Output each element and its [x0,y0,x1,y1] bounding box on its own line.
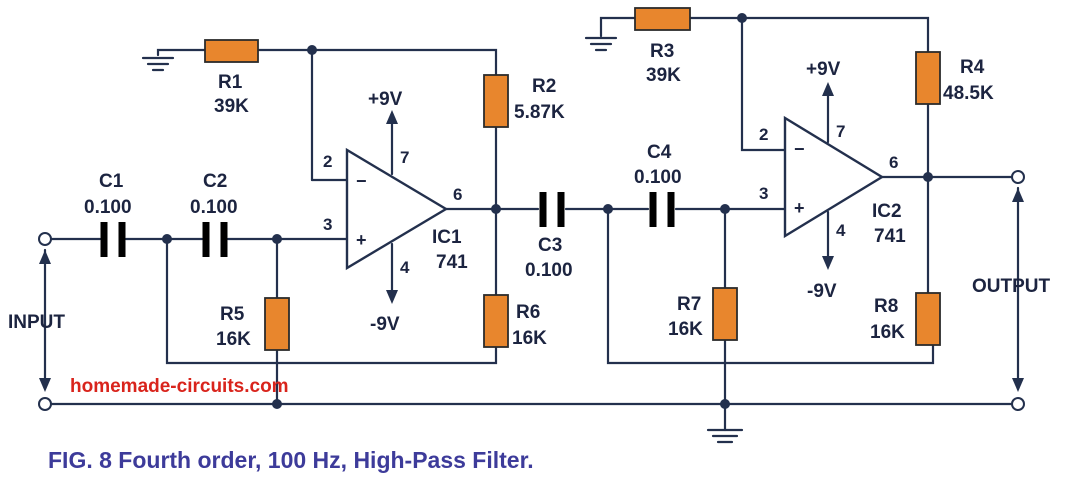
r6-name: R6 [516,302,540,323]
figure-caption: FIG. 8 Fourth order, 100 Hz, High-Pass F… [48,447,534,473]
resistor-r8 [915,292,941,346]
ic1-pin4: 4 [400,258,410,277]
junction-dots [162,13,933,409]
c4-name: C4 [647,142,672,163]
ic2-vneg-label: -9V [807,281,837,302]
resistor-r1 [204,39,259,63]
ic2-pin2: 2 [759,125,768,144]
c1-value: 0.100 [84,197,132,218]
capacitor-c2 [202,222,228,257]
r1-name: R1 [218,72,243,93]
c2-name: C2 [203,171,227,192]
output-terminal-top [1011,170,1025,184]
resistor-r2 [483,74,509,128]
watermark: homemade-circuits.com [70,376,289,397]
ic2-pin3: 3 [759,184,768,203]
ic1-pin3: 3 [323,215,332,234]
ic2-vpos-label: +9V [806,59,841,80]
input-terminal-top [38,232,52,246]
ic1-vpos-label: +9V [368,89,403,110]
ic1-inverting-sign: − [356,171,367,191]
r1-value: 39K [214,96,249,117]
input-label: INPUT [8,312,65,333]
r8-name: R8 [874,296,898,317]
resistor-r3 [634,7,691,31]
output-arrows [1012,188,1024,392]
ic1-pin6: 6 [453,185,462,204]
capacitor-c3 [539,192,565,227]
resistor-r7 [712,287,738,341]
r2-name: R2 [532,76,556,97]
r6-value: 16K [512,328,547,349]
ic2-pin4: 4 [836,221,846,240]
ic2-part: 741 [874,226,906,247]
ic1-pin7: 7 [400,148,409,167]
wires [43,16,1020,432]
c3-value: 0.100 [525,260,573,281]
ground-icon [584,36,618,52]
r4-name: R4 [960,57,985,78]
capacitor-c1 [100,222,126,257]
ic2-inverting-sign: − [794,139,805,159]
input-terminal-bottom [38,397,52,411]
ic2-pin6: 6 [889,153,898,172]
output-label: OUTPUT [972,276,1051,297]
ic1-noninverting-sign: + [356,230,367,250]
resistor-r6 [483,294,509,348]
ic2-noninverting-sign: + [794,198,805,218]
ground-icon [141,56,175,72]
r3-name: R3 [650,41,674,62]
ic1-part: 741 [436,252,468,273]
resistor-r5 [264,297,290,351]
c2-value: 0.100 [190,197,238,218]
resistor-r4 [915,51,941,105]
r5-name: R5 [220,304,245,325]
output-terminal-bottom [1011,397,1025,411]
ic2-name: IC2 [872,201,902,222]
r7-name: R7 [677,294,701,315]
ground-icon [706,428,744,444]
input-arrows [39,250,51,392]
ic2-pin7: 7 [836,122,845,141]
r7-value: 16K [668,319,703,340]
r2-value: 5.87K [514,102,565,123]
c4-value: 0.100 [634,167,682,188]
r3-value: 39K [646,65,681,86]
r5-value: 16K [216,329,251,350]
c1-name: C1 [99,171,124,192]
ic1-pin2: 2 [323,152,332,171]
r4-value: 48.5K [943,83,994,104]
opamp-ic2 [783,82,885,270]
opamp-ic1 [345,110,449,304]
capacitor-c4 [649,192,675,227]
ic1-vneg-label: -9V [370,314,400,335]
c3-name: C3 [538,235,562,256]
ic1-name: IC1 [432,227,462,248]
r8-value: 16K [870,322,905,343]
